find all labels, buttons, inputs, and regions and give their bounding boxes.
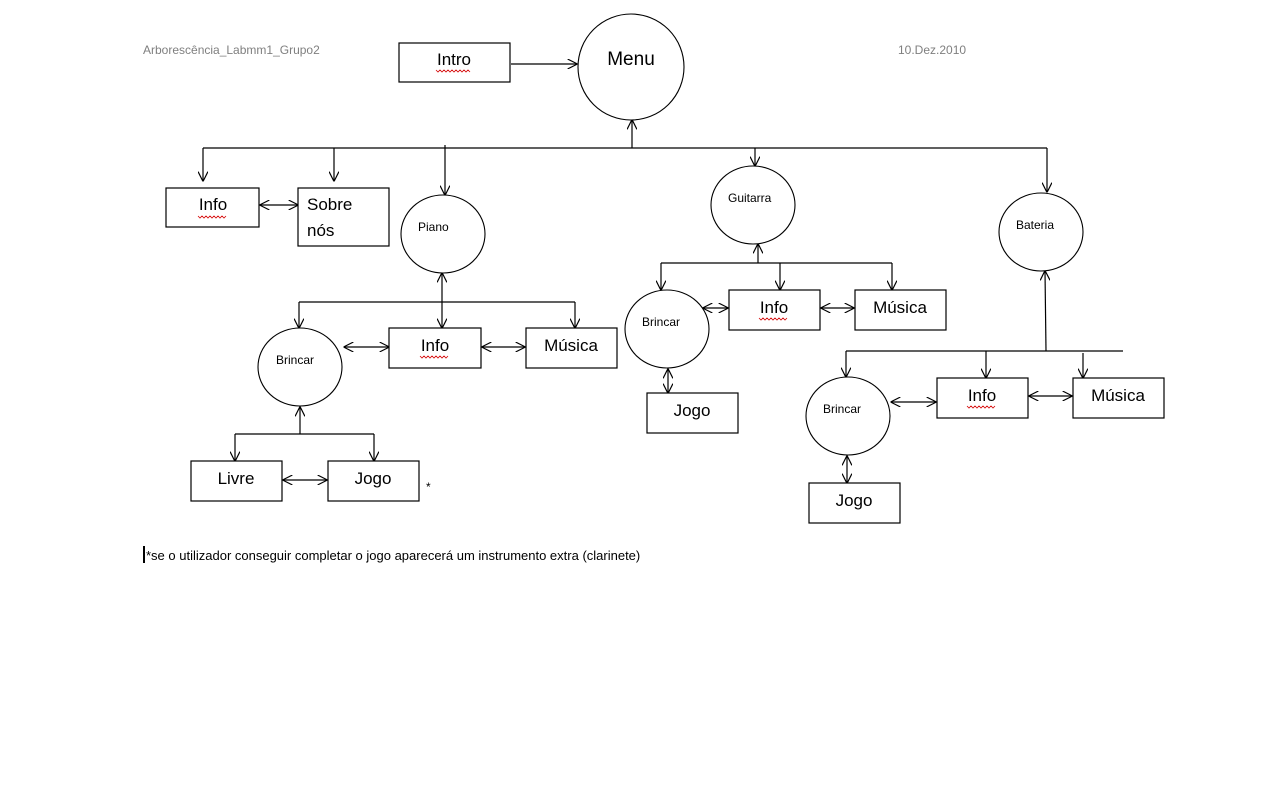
node-bateria-brincar: Brincar <box>805 376 891 456</box>
node-label: Música <box>544 336 598 355</box>
node-piano-jogo: Jogo <box>327 460 420 502</box>
node-label: Menu <box>607 49 655 70</box>
document-title: Arborescência_Labmm1_Grupo2 <box>143 43 320 57</box>
edges <box>203 64 1123 483</box>
text-cursor <box>143 546 145 563</box>
node-label: Info <box>968 386 996 405</box>
node-guitarra-musica: Música <box>854 289 947 331</box>
node-label: Info <box>199 195 227 214</box>
jogo-asterisk: * <box>426 480 431 494</box>
node-label-line1: Sobre <box>307 195 352 214</box>
node-bateria-musica: Música <box>1072 377 1165 419</box>
node-label-line2: nós <box>307 221 334 240</box>
node-label: Música <box>1091 386 1145 405</box>
node-sobre-nos: Sobre nós <box>297 187 390 247</box>
node-piano-brincar: Brincar <box>257 327 343 407</box>
edge-bateria-up <box>1045 271 1046 352</box>
node-label: Guitarra <box>728 191 772 205</box>
node-label: Jogo <box>674 401 711 420</box>
node-label: Piano <box>418 220 449 234</box>
node-label: Livre <box>218 469 255 488</box>
node-label: Bateria <box>1016 218 1054 232</box>
node-guitarra-jogo: Jogo <box>646 392 739 434</box>
node-label: Info <box>421 336 449 355</box>
node-bateria-jogo: Jogo <box>808 482 901 524</box>
node-menu: Menu <box>577 13 685 121</box>
node-piano-livre: Livre <box>190 460 283 502</box>
node-label: Brincar <box>823 402 861 416</box>
node-piano-musica: Música <box>525 327 618 369</box>
node-label: Brincar <box>642 315 680 329</box>
node-label: Brincar <box>276 353 314 367</box>
document-date: 10.Dez.2010 <box>898 43 967 57</box>
node-label: Jogo <box>836 491 873 510</box>
node-label: Jogo <box>355 469 392 488</box>
node-bateria: Bateria <box>998 192 1084 272</box>
node-guitarra: Guitarra <box>710 165 796 245</box>
node-guitarra-brincar: Brincar <box>624 289 710 369</box>
footnote: *se o utilizador conseguir completar o j… <box>143 546 640 563</box>
node-bateria-info: Info <box>936 377 1029 419</box>
node-intro: Intro <box>398 42 511 83</box>
node-guitarra-info: Info <box>728 289 821 331</box>
node-label: Intro <box>437 50 471 69</box>
node-piano-info: Info <box>388 327 482 369</box>
node-label: Música <box>873 298 927 317</box>
node-info: Info <box>165 187 260 228</box>
node-piano: Piano <box>400 194 486 274</box>
footnote-text: *se o utilizador conseguir completar o j… <box>146 548 641 563</box>
node-label: Info <box>760 298 788 317</box>
